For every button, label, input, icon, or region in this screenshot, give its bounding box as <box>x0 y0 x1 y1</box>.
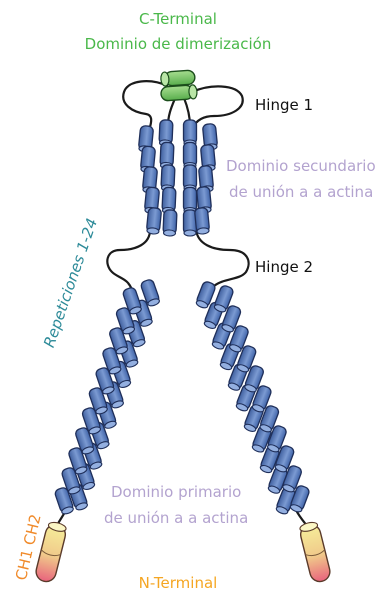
spectrin-repeat-rods <box>54 120 310 516</box>
hinge1-right-loop <box>192 86 243 128</box>
primary-binding-domain-line1: Dominio primario <box>111 483 241 502</box>
dimerization-domain-label: Dominio de dimerización <box>0 35 356 54</box>
hinge2-label: Hinge 2 <box>255 258 313 277</box>
hinge2-right-loop <box>196 230 249 286</box>
dimerization-domain <box>160 70 197 101</box>
secondary-binding-domain-line1: Dominio secundario <box>226 157 376 176</box>
hinge1-label: Hinge 1 <box>255 96 313 115</box>
secondary-binding-domain-line2: de unión a a actina <box>229 183 373 202</box>
c-terminal-label: C-Terminal <box>0 10 356 29</box>
repeat-cylinder <box>163 210 177 237</box>
primary-binding-domain-line2: de unión a a actina <box>104 509 248 528</box>
hinge1-left-loop <box>123 81 168 127</box>
repeat-cylinder <box>194 207 209 234</box>
repeat-cylinder <box>146 207 161 234</box>
n-terminal-label: N-Terminal <box>0 574 356 593</box>
